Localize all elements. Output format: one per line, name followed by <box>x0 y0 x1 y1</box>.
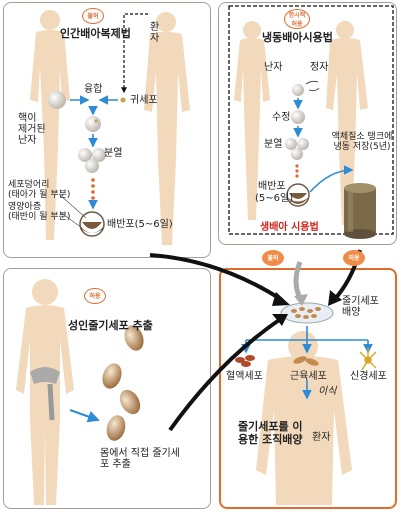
label-enucleated-egg: 핵이 제거된 난자 <box>18 113 46 146</box>
badge-allowed: 허용 <box>84 288 106 304</box>
ear-cell <box>120 97 126 103</box>
label-division: 분열 <box>104 148 123 159</box>
liquid-nitrogen-tank <box>344 183 376 239</box>
badge-temporarily-allowed: 한시적 허용 <box>284 9 310 29</box>
label-fertilization: 수정 <box>272 112 291 123</box>
label-transplant: 이식 <box>318 386 337 397</box>
label-cell-mass: 세포덩어리 <box>8 180 50 190</box>
label-live-embryo-method: 생배아 시용법 <box>258 222 321 233</box>
panel-human-embryo-cloning <box>3 2 211 258</box>
label-direct-extraction: 몸에서 직접 줄기세포 추출 <box>100 448 180 470</box>
label-patient: 환자 <box>150 22 160 44</box>
label-cell-mass-note: (태아가 될 부분) <box>8 190 71 200</box>
label-blastocyst-right: 배반포 <box>258 181 286 192</box>
badge-allowed-culture: 허용 <box>343 250 365 266</box>
label-blood-cell: 혈액세포 <box>226 371 263 382</box>
badge-not-allowed: 불허 <box>82 8 104 24</box>
label-egg: 난자 <box>264 62 283 73</box>
panel-stem-cell-culture <box>219 268 397 509</box>
badge-not-allowed-culture: 불허 <box>262 250 284 266</box>
label-trophoblast: 영양아층 <box>8 202 42 212</box>
label-division-right: 분열 <box>264 139 283 150</box>
label-tissue-culture-method: 줄기세포를 이용한 조직배양 <box>238 420 303 446</box>
female-silhouette <box>30 10 70 240</box>
enucleated-egg-cell <box>48 91 66 109</box>
label-blastocyst: 배반포(5~6일) <box>107 219 173 230</box>
label-liquid-nitrogen-storage: 액체질소 탱크에 냉동 저장(5년) <box>331 132 393 152</box>
panel-frozen-embryo <box>218 2 397 245</box>
label-trophoblast-note: (태반이 될 부분) <box>8 212 71 222</box>
label-sperm: 정자 <box>310 62 329 73</box>
label-muscle-cell: 근육세포 <box>290 371 327 382</box>
male-silhouette <box>144 12 190 245</box>
label-stem-cell-culture: 줄기세포 배양 <box>342 296 379 318</box>
title-human-embryo-cloning: 인간배아복제법 <box>60 27 131 40</box>
label-patient-bottom: 환자 <box>312 432 331 443</box>
label-fusion: 융합 <box>84 84 103 95</box>
title-frozen-embryo: 냉동배아시용법 <box>262 31 333 44</box>
label-blastocyst-days: (5~6일) <box>255 193 294 204</box>
label-nerve-cell: 신경세포 <box>350 371 387 382</box>
label-ear-cell: 귀세포 <box>130 95 158 106</box>
panel-adult-stem-cell <box>3 268 211 509</box>
title-adult-stem-cell: 성인줄기세포 추출 <box>68 319 153 332</box>
